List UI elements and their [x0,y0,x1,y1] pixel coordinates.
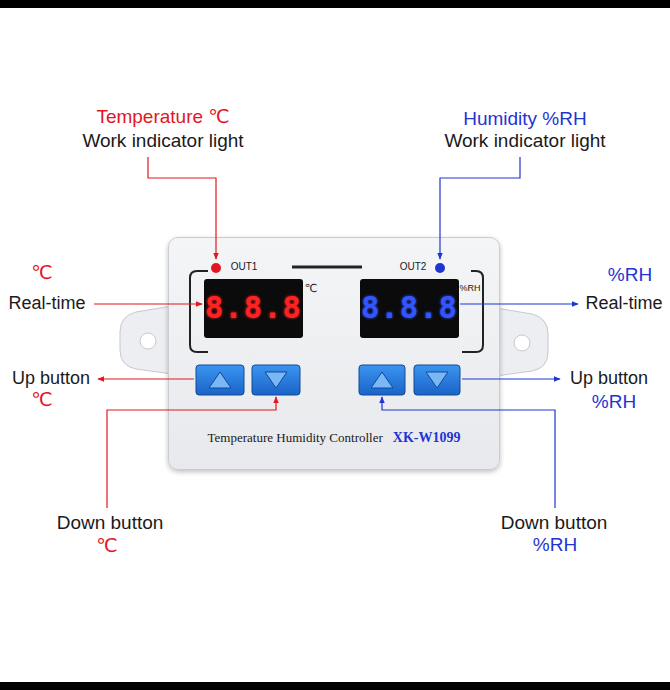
button-down [414,365,460,395]
display-frame [190,271,208,352]
leader-line [440,157,520,259]
unit-label: %RH [592,391,636,413]
unit-label: ℃ [31,262,52,284]
callout-text: Down button [57,512,164,534]
leader-line [107,397,276,508]
leader-line [94,303,202,304]
callout-text: Real-time [9,293,86,314]
button-up [359,365,405,395]
callout-title: Temperature ℃ [96,106,229,128]
humidity-display: 8.8.8 [360,279,459,338]
unit-label: %RH [608,264,652,286]
indicator-led [211,263,221,273]
callout-text: Up button [12,368,90,389]
temperature-display: 8.8.8 [204,279,303,338]
output-label: OUT2 [400,261,427,273]
seven-segment-readout: 8.8.8 [205,293,302,324]
leader-line [98,378,194,379]
unit-label: %RH [533,534,577,556]
leader-line [148,157,216,259]
callout-text: Work indicator light [444,130,605,152]
mounting-ear [120,306,172,374]
model-number: XK-W1099 [393,430,461,445]
callout-text: Work indicator light [82,130,243,152]
top-bar [0,0,670,8]
mounting-hole [514,335,530,351]
frame-bar [292,266,362,269]
indicator-led [435,263,445,273]
callout-text: Up button [570,368,648,389]
leader-line [382,397,555,508]
product-name: Temperature Humidity Controller [208,430,383,445]
unit-label: ℃ [31,389,52,411]
button-up [196,365,244,395]
mounting-ear [496,308,548,376]
callout-text: Down button [501,512,608,534]
unit-mark: ℃ [305,282,317,295]
leader-line [462,378,560,379]
bottom-bar [0,682,670,690]
button-down [252,365,300,395]
unit-mark: %RH [460,283,481,293]
seven-segment-readout: 8.8.8 [361,293,458,324]
mounting-hole [140,333,156,349]
brand-row: Temperature Humidity Controller XK-W1099 [169,428,499,446]
leader-line [460,303,578,304]
callout-text: Real-time [586,293,663,314]
callout-title: Humidity %RH [463,108,587,130]
unit-label: ℃ [96,535,117,557]
output-label: OUT1 [231,261,258,273]
